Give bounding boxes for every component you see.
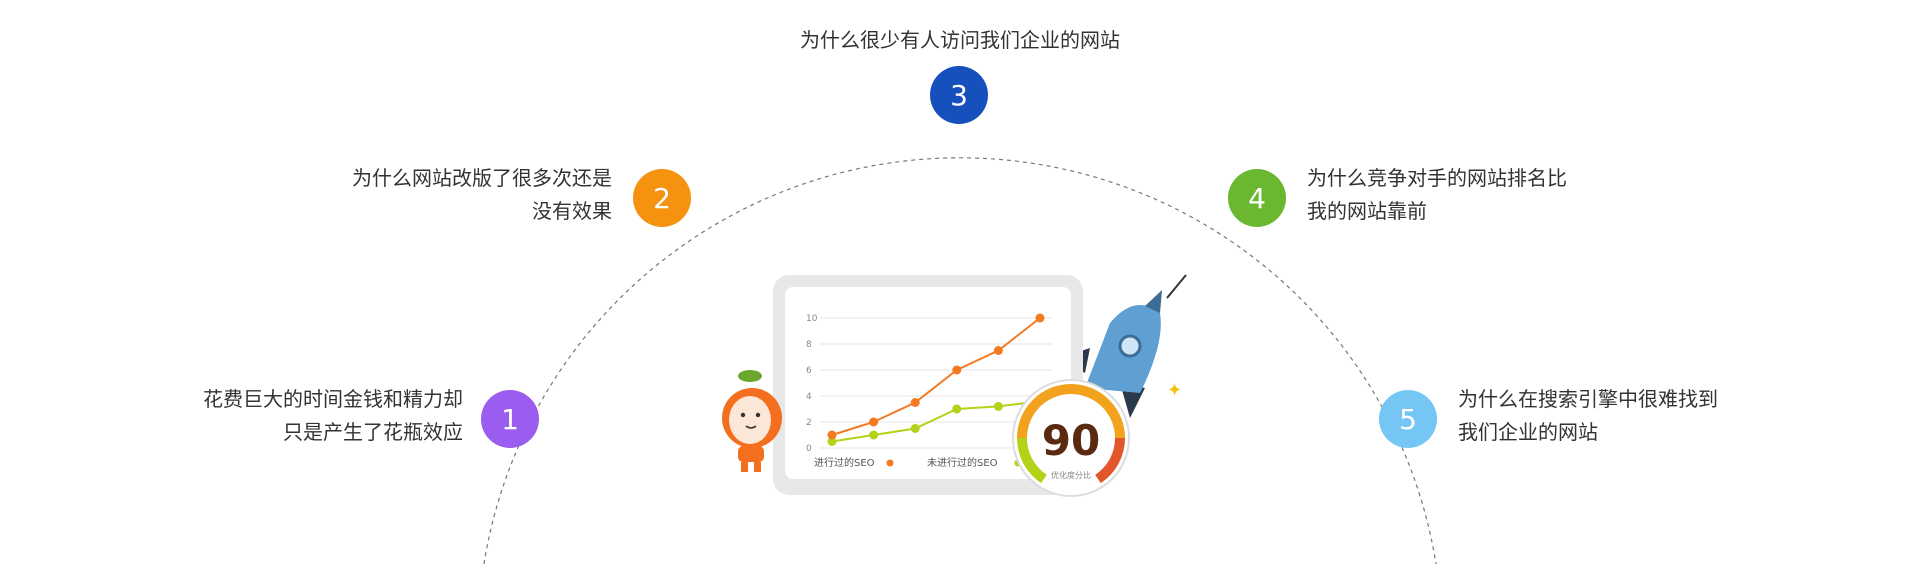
series-not-seo-point <box>827 437 837 446</box>
series-done-seo-point <box>993 346 1003 355</box>
chart-grid <box>820 317 1052 449</box>
series-done-seo-point <box>827 430 837 440</box>
step-5-number: 5 <box>1399 402 1417 436</box>
step-1-number: 1 <box>501 402 519 436</box>
series-not-seo-point <box>910 424 920 433</box>
step-4-badge: 4 <box>1228 169 1286 227</box>
series-not-seo-line <box>831 400 1041 443</box>
question-3-line-1: 为什么很少有人访问我们企业的网站 <box>800 28 1120 52</box>
legend-done-marker <box>886 459 894 467</box>
question-2-line-2: 没有效果 <box>532 199 612 223</box>
chart-legend: 进行过的SEO 未进行过的SEO <box>814 456 1022 469</box>
score-gauge: 90 优化度分比 <box>1012 379 1130 497</box>
svg-text:✦: ✦ <box>1167 380 1182 401</box>
step-2-number: 2 <box>653 181 671 215</box>
orange-mascot-icon <box>722 370 782 472</box>
series-not-seo-point <box>952 404 962 414</box>
series-not-seo-point <box>993 401 1003 411</box>
y-tick-label: 8 <box>806 340 812 350</box>
legend-done-label: 进行过的SEO <box>814 456 875 469</box>
series-done-seo-point <box>910 398 920 407</box>
monitor-frame <box>773 275 1083 495</box>
question-4-line-2: 我的网站靠前 <box>1307 199 1427 223</box>
question-5-line-1: 为什么在搜索引擎中很难找到 <box>1458 387 1718 411</box>
question-1-line-1: 花费巨大的时间金钱和精力却 <box>203 387 463 411</box>
series-done-seo-point <box>869 417 879 427</box>
y-tick-label: 6 <box>806 366 812 376</box>
score-value: 90 <box>1042 416 1100 465</box>
series-done-seo-point <box>1035 313 1045 323</box>
score-label: 优化度分比 <box>1051 470 1091 480</box>
question-2-line-1: 为什么网站改版了很多次还是 <box>352 166 612 190</box>
series-not-seo-point <box>869 430 879 440</box>
step-2-badge: 2 <box>633 169 691 227</box>
series-done-seo-line <box>831 317 1041 436</box>
y-tick-label: 0 <box>806 444 812 454</box>
chart-y-ticks: 0 2 4 6 8 10 <box>806 314 818 454</box>
step-1-badge: 1 <box>481 390 539 448</box>
question-4-text: 为什么竞争对手的网站排名比 我的网站靠前 <box>1307 162 1567 228</box>
question-2-text: 为什么网站改版了很多次还是 没有效果 <box>352 162 612 228</box>
series-done-seo-point <box>952 365 962 375</box>
legend-not-label: 未进行过的SEO <box>927 456 998 469</box>
question-1-text: 花费巨大的时间金钱和精力却 只是产生了花瓶效应 <box>203 383 463 449</box>
question-5-line-2: 我们企业的网站 <box>1458 420 1598 444</box>
step-4-number: 4 <box>1248 181 1266 215</box>
question-5-text: 为什么在搜索引擎中很难找到 我们企业的网站 <box>1458 383 1718 449</box>
question-3-text: 为什么很少有人访问我们企业的网站 <box>790 24 1130 57</box>
y-tick-label: 2 <box>806 418 812 428</box>
step-5-badge: 5 <box>1379 390 1437 448</box>
seo-illustration: ✦ 0 2 4 6 8 10 进行过的SEO 未进行过的SEO 90 优化度分比 <box>722 274 1187 497</box>
y-tick-label: 10 <box>806 314 818 324</box>
chart-lines <box>827 313 1045 446</box>
question-1-line-2: 只是产生了花瓶效应 <box>283 420 463 444</box>
y-tick-label: 4 <box>806 392 812 402</box>
step-3-number: 3 <box>950 78 968 112</box>
step-3-badge: 3 <box>930 66 988 124</box>
question-4-line-1: 为什么竞争对手的网站排名比 <box>1307 166 1567 190</box>
